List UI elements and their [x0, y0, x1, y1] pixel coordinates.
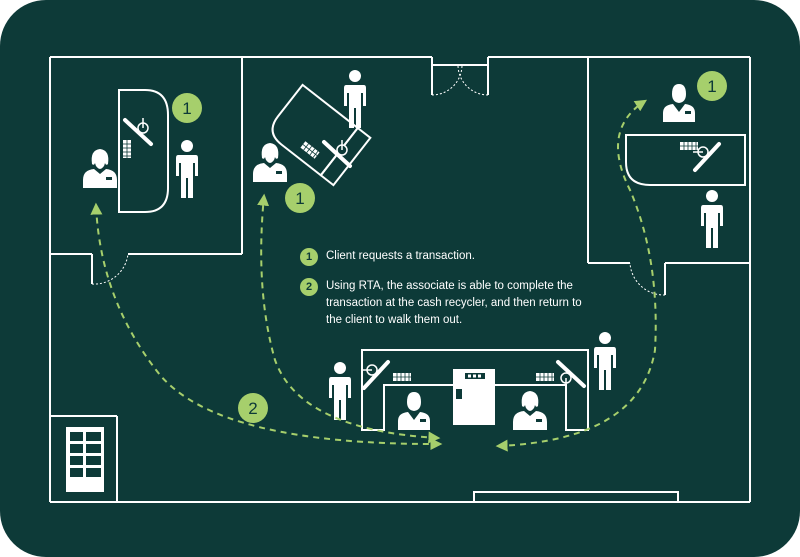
badge-route: 2: [238, 393, 268, 423]
keyboard-icon: [679, 141, 699, 151]
badge-left-office: 1: [172, 93, 202, 123]
keyboard-icon: [535, 372, 555, 382]
cash-recycler-icon: [456, 373, 485, 399]
legend-number: 1: [300, 248, 318, 266]
svg-text:1: 1: [707, 77, 716, 96]
legend: 1 Client requests a transaction. 2 Using…: [300, 248, 600, 342]
legend-step-2: 2 Using RTA, the associate is able to co…: [300, 278, 600, 329]
atm-icon: [66, 427, 104, 492]
route-arrows: [90, 99, 657, 452]
legend-number: 2: [300, 278, 318, 296]
route-center-desk: [257, 193, 441, 444]
keyboard-icon: [392, 372, 412, 382]
legend-step-1: 1 Client requests a transaction.: [300, 248, 600, 266]
badge-center-desk: 1: [285, 183, 315, 213]
route-right-office: [495, 99, 657, 452]
legend-text: Client requests a transaction.: [326, 250, 475, 262]
svg-text:1: 1: [295, 189, 304, 208]
badge-right-office: 1: [697, 71, 727, 101]
keyboard-icon: [122, 139, 132, 159]
legend-text: Using RTA, the associate is able to comp…: [326, 280, 582, 326]
svg-text:1: 1: [182, 99, 191, 118]
svg-text:2: 2: [248, 399, 257, 418]
